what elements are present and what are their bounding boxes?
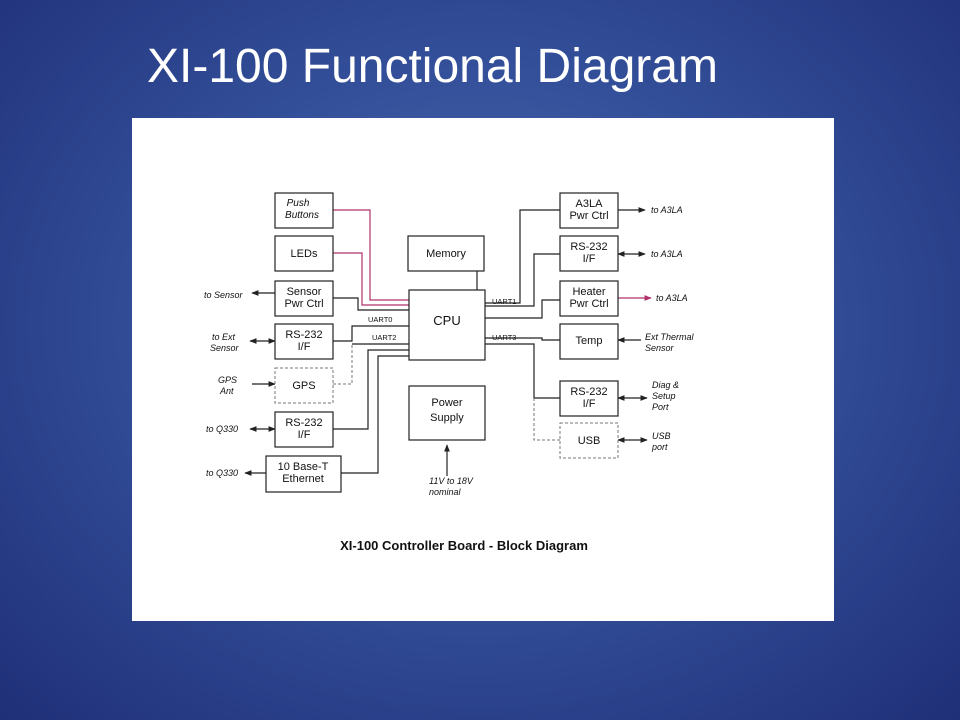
ext-to-ext-sensor-line2: Sensor bbox=[210, 343, 240, 353]
wire-leds-cpu bbox=[333, 252, 409, 306]
wire-uart1 bbox=[485, 253, 560, 307]
rs232-left1-label-line1: RS-232 bbox=[285, 329, 322, 341]
ext-to-a3la-2: to A3LA bbox=[651, 249, 683, 259]
block-ethernet: 10 Base-T Ethernet bbox=[265, 455, 342, 493]
rs232-right1-label-line2: I/F bbox=[583, 253, 596, 265]
block-rs232-left-2: RS-232 I/F bbox=[274, 411, 334, 448]
wire-cpu-usb bbox=[533, 398, 560, 441]
sensor-pwr-label-line2: Pwr Ctrl bbox=[284, 298, 323, 310]
cpu-label: CPU bbox=[433, 313, 460, 328]
usb-label: USB bbox=[578, 435, 601, 447]
push-buttons-label-line1: Push bbox=[287, 198, 310, 209]
ext-to-a3la-1: to A3LA bbox=[651, 205, 683, 215]
block-a3la-pwr-ctrl: A3LA Pwr Ctrl bbox=[559, 192, 619, 229]
ext-usb-port-line1: USB bbox=[652, 431, 671, 441]
block-sensor-pwr-ctrl: Sensor Pwr Ctrl bbox=[274, 280, 334, 317]
ext-gps-ant-line1: GPS bbox=[218, 375, 237, 385]
ext-usb-port-line2: port bbox=[651, 442, 668, 452]
wire-push-buttons-cpu bbox=[333, 209, 409, 301]
block-diagram-figure: Push Buttons LEDs Sensor Pwr Ctrl RS-232… bbox=[132, 118, 834, 621]
power-supply-label-line1: Power bbox=[431, 397, 463, 409]
ext-to-q330-1: to Q330 bbox=[206, 424, 238, 434]
power-input-line1: 11V to 18V bbox=[429, 476, 474, 486]
wire-gps-uart2 bbox=[333, 344, 353, 385]
heater-label-line2: Pwr Ctrl bbox=[569, 298, 608, 310]
rs232-left2-label-line1: RS-232 bbox=[285, 417, 322, 429]
sensor-pwr-label-line1: Sensor bbox=[287, 286, 322, 298]
memory-label: Memory bbox=[426, 248, 466, 260]
ext-to-ext-sensor-line1: to Ext bbox=[212, 332, 236, 342]
block-usb: USB bbox=[559, 422, 619, 459]
temp-label: Temp bbox=[576, 335, 603, 347]
block-memory: Memory bbox=[407, 235, 485, 272]
block-power-supply: Power Supply bbox=[408, 385, 486, 441]
rs232-right1-label-line1: RS-232 bbox=[570, 241, 607, 253]
wire-rs232-left2-cpu bbox=[333, 349, 409, 430]
gps-label: GPS bbox=[292, 380, 315, 392]
power-input-line2: nominal bbox=[429, 487, 462, 497]
push-buttons-label-line2: Buttons bbox=[285, 210, 319, 221]
ext-to-q330-2: to Q330 bbox=[206, 468, 238, 478]
ext-diag-setup-line3: Port bbox=[652, 402, 669, 412]
rs232-left1-label-line2: I/F bbox=[298, 341, 311, 353]
block-gps: GPS bbox=[274, 367, 334, 404]
wire-ethernet-cpu bbox=[341, 355, 409, 474]
ext-thermal-line2: Sensor bbox=[645, 343, 675, 353]
block-diagram: Push Buttons LEDs Sensor Pwr Ctrl RS-232… bbox=[204, 192, 695, 553]
ethernet-label-line1: 10 Base-T bbox=[278, 461, 329, 473]
ext-to-sensor: to Sensor bbox=[204, 290, 244, 300]
uart1-label: UART1 bbox=[492, 297, 516, 306]
wire-uart0 bbox=[333, 325, 409, 342]
rs232-right2-label-line2: I/F bbox=[583, 398, 596, 410]
block-leds: LEDs bbox=[274, 235, 334, 272]
uart0-label: UART0 bbox=[368, 315, 392, 324]
diagram-caption: XI-100 Controller Board - Block Diagram bbox=[340, 538, 588, 553]
heater-label-line1: Heater bbox=[572, 286, 605, 298]
block-rs232-right-1: RS-232 I/F bbox=[559, 235, 619, 272]
block-rs232-right-2: RS-232 I/F bbox=[559, 380, 619, 417]
block-heater-pwr-ctrl: Heater Pwr Ctrl bbox=[559, 280, 619, 317]
ethernet-label-line2: Ethernet bbox=[282, 473, 324, 485]
wire-sensor-pwr-cpu bbox=[333, 297, 409, 311]
ext-to-a3la-3: to A3LA bbox=[656, 293, 688, 303]
wire-uart3 bbox=[485, 337, 560, 341]
a3la-pwr-label-line1: A3LA bbox=[576, 198, 604, 210]
rs232-right2-label-line1: RS-232 bbox=[570, 386, 607, 398]
block-rs232-left-1: RS-232 I/F bbox=[274, 323, 334, 360]
ext-diag-setup-line2: Setup bbox=[652, 391, 676, 401]
ext-diag-setup-line1: Diag & bbox=[652, 380, 679, 390]
uart3-label: UART3 bbox=[492, 333, 516, 342]
block-cpu: CPU bbox=[408, 289, 486, 361]
leds-label: LEDs bbox=[291, 248, 318, 260]
power-supply-label-line2: Supply bbox=[430, 412, 464, 424]
block-push-buttons: Push Buttons bbox=[274, 192, 334, 229]
a3la-pwr-label-line2: Pwr Ctrl bbox=[569, 210, 608, 222]
wire-cpu-a3la-pwr bbox=[485, 209, 560, 304]
wire-cpu-heater bbox=[485, 299, 560, 319]
uart2-label: UART2 bbox=[372, 333, 396, 342]
wire-cpu-rs232-right2 bbox=[485, 343, 560, 399]
ext-thermal-line1: Ext Thermal bbox=[645, 332, 695, 342]
ext-gps-ant-line2: Ant bbox=[219, 386, 234, 396]
block-temp: Temp bbox=[559, 323, 619, 360]
slide-title: XI-100 Functional Diagram bbox=[147, 40, 718, 93]
rs232-left2-label-line2: I/F bbox=[298, 429, 311, 441]
